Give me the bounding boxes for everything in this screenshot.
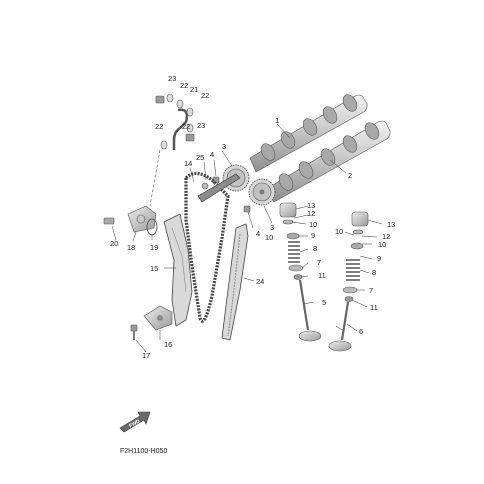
valve-spring-seat-right <box>342 286 358 294</box>
valve-shim-right <box>352 229 364 235</box>
callout-8: 8 <box>313 244 317 253</box>
callout-24: 24 <box>256 277 264 286</box>
callout-4: 4 <box>256 229 260 238</box>
callout-3: 3 <box>270 223 274 232</box>
exhaust-valve <box>328 301 352 352</box>
forward-arrow-icon: FWD <box>119 411 151 433</box>
callout-11: 11 <box>370 303 378 312</box>
callout-17: 17 <box>142 351 150 360</box>
fwd-mark: FWD <box>128 418 141 429</box>
exhaust-camshaft <box>267 120 391 203</box>
callout-9: 9 <box>377 254 381 263</box>
callout-10: 10 <box>335 227 343 236</box>
callout-20: 20 <box>110 239 118 248</box>
callout-13: 13 <box>387 220 395 229</box>
oil-delivery-pipe <box>172 108 189 150</box>
union-bolt-lower <box>185 133 195 142</box>
chain-guide-exhaust <box>221 223 249 341</box>
callout-9: 9 <box>311 231 315 240</box>
tensioner-guide <box>163 213 193 327</box>
callout-10: 10 <box>378 240 386 249</box>
callout-23: 23 <box>197 121 205 130</box>
callout-7: 7 <box>369 286 373 295</box>
leader-lines <box>111 123 383 353</box>
copper-washers <box>160 93 194 150</box>
damper-bolt <box>130 324 138 340</box>
callout-21: 21 <box>190 85 198 94</box>
callout-8: 8 <box>372 268 376 277</box>
valve-spring-left <box>288 241 300 263</box>
valve-stem-seal-right <box>344 296 354 302</box>
callout-12: 12 <box>307 209 315 218</box>
valve-spring-right <box>346 259 360 281</box>
callout-15: 15 <box>150 264 158 273</box>
diagram-code: F2H1100-H050 <box>120 448 167 455</box>
chain-tensioner-assembly <box>103 205 157 233</box>
callout-5: 5 <box>322 298 326 307</box>
valve-lifter-left <box>279 202 297 218</box>
exhaust-cam-sprocket <box>248 178 276 206</box>
callout-10: 10 <box>265 233 273 242</box>
callout-6: 6 <box>359 327 363 336</box>
cam-chain <box>184 171 230 323</box>
chain-damper <box>143 305 173 331</box>
callout-4: 4 <box>210 150 214 159</box>
valve-spring-seat-left <box>288 264 304 272</box>
callout-1: 1 <box>275 116 279 125</box>
intake-valve <box>298 279 322 342</box>
valve-spring-retainer-right <box>350 242 364 250</box>
callout-3: 3 <box>222 142 226 151</box>
callout-23: 23 <box>168 74 176 83</box>
intake-camshaft <box>249 94 368 173</box>
callout-22: 22 <box>201 91 209 100</box>
callout-2: 2 <box>348 171 352 180</box>
callout-11: 11 <box>318 271 326 280</box>
callout-22: 22 <box>182 122 190 131</box>
chain-guide-top <box>197 173 241 203</box>
callout-18: 18 <box>127 243 135 252</box>
callout-14: 14 <box>184 159 192 168</box>
callout-13: 13 <box>307 201 315 210</box>
valve-spring-retainer-left <box>286 232 300 240</box>
callout-22: 22 <box>155 122 163 131</box>
valve-lifter-right <box>351 211 369 227</box>
valve-shim-left <box>282 219 294 225</box>
callout-12: 12 <box>382 232 390 241</box>
callout-labels: 1 2 3 3 4 4 5 6 7 7 8 8 9 9 10 10 10 10 … <box>110 74 395 360</box>
callout-22: 22 <box>180 81 188 90</box>
callout-16: 16 <box>164 340 172 349</box>
callout-19: 19 <box>150 243 158 252</box>
callout-25: 25 <box>196 153 204 162</box>
valve-stem-seal-left <box>293 274 303 280</box>
union-bolt-upper <box>155 95 165 104</box>
callout-7: 7 <box>317 258 321 267</box>
callout-10: 10 <box>309 220 317 229</box>
